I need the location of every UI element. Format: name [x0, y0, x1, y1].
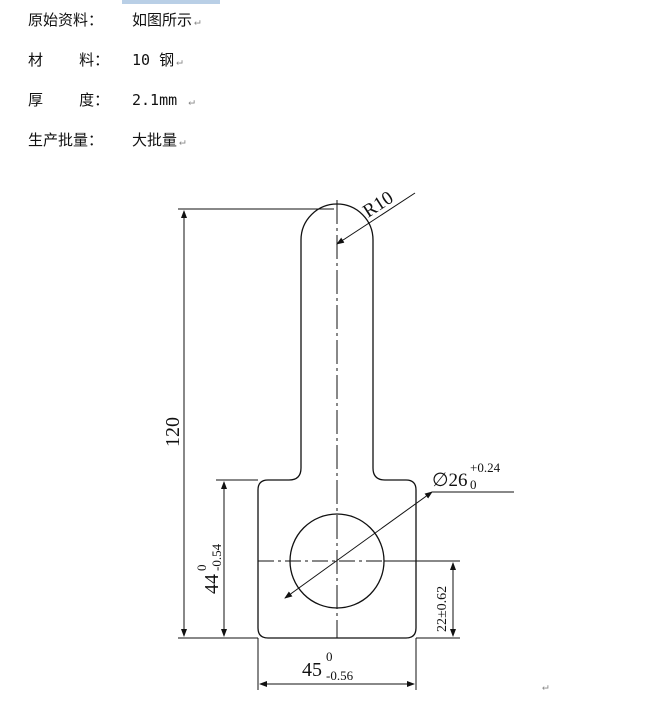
spec-label: 原始资料： — [28, 11, 104, 29]
spec-value: 2.1mm ↵ — [132, 90, 195, 112]
spec-value-text: 如图所示 — [132, 11, 193, 29]
spec-value: 10 钢↵ — [132, 50, 183, 72]
spec-row-batch: 生产批量： 大批量↵ — [28, 128, 448, 168]
hole-diameter-label: ∅26 — [432, 470, 468, 491]
hole-diameter-lower-tol: 0 — [470, 477, 477, 492]
spec-label: 生产批量： — [28, 131, 104, 149]
spec-value: 如图所示↵ — [132, 10, 201, 32]
width-label: 45 — [302, 659, 322, 681]
spec-value: 大批量↵ — [132, 130, 186, 152]
spec-list: 原始资料： 如图所示↵ 材 料： 10 钢↵ 厚 度： 2.1mm ↵ 生产批量… — [28, 8, 448, 168]
spec-value-text: 10 钢 — [132, 51, 175, 69]
spec-label: 材 料： — [28, 51, 110, 69]
hole-diameter-upper-tol: +0.24 — [470, 460, 501, 475]
paragraph-mark-icon: ↵ — [188, 95, 195, 108]
paragraph-mark-icon: ↵ — [194, 15, 201, 28]
hole-center-label: 22±0.62 — [435, 586, 450, 632]
spec-label: 厚 度： — [28, 91, 110, 109]
selection-highlight — [122, 0, 220, 4]
width-lower-tol: -0.56 — [326, 668, 354, 683]
radius-leader — [336, 192, 416, 245]
base-height-lower-tol: -0.54 — [209, 543, 224, 571]
spec-value-text: 大批量 — [132, 131, 178, 149]
base-height-upper-tol: 0 — [194, 565, 209, 572]
width-upper-tol: 0 — [326, 649, 333, 664]
spec-row-thickness: 厚 度： 2.1mm ↵ — [28, 88, 448, 128]
base-height-label: 44 — [201, 574, 223, 594]
paragraph-mark-icon: ↵ — [542, 680, 549, 693]
spec-value-text: 2.1mm — [132, 91, 187, 109]
spec-row-material-source: 原始资料： 如图所示↵ — [28, 8, 448, 48]
paragraph-mark-icon: ↵ — [179, 135, 186, 148]
hole-diameter-leader — [284, 491, 433, 599]
part-outline — [257, 203, 417, 639]
height-label: 120 — [162, 417, 184, 447]
paragraph-mark-icon: ↵ — [176, 55, 183, 68]
spec-row-material: 材 料： 10 钢↵ — [28, 48, 448, 88]
